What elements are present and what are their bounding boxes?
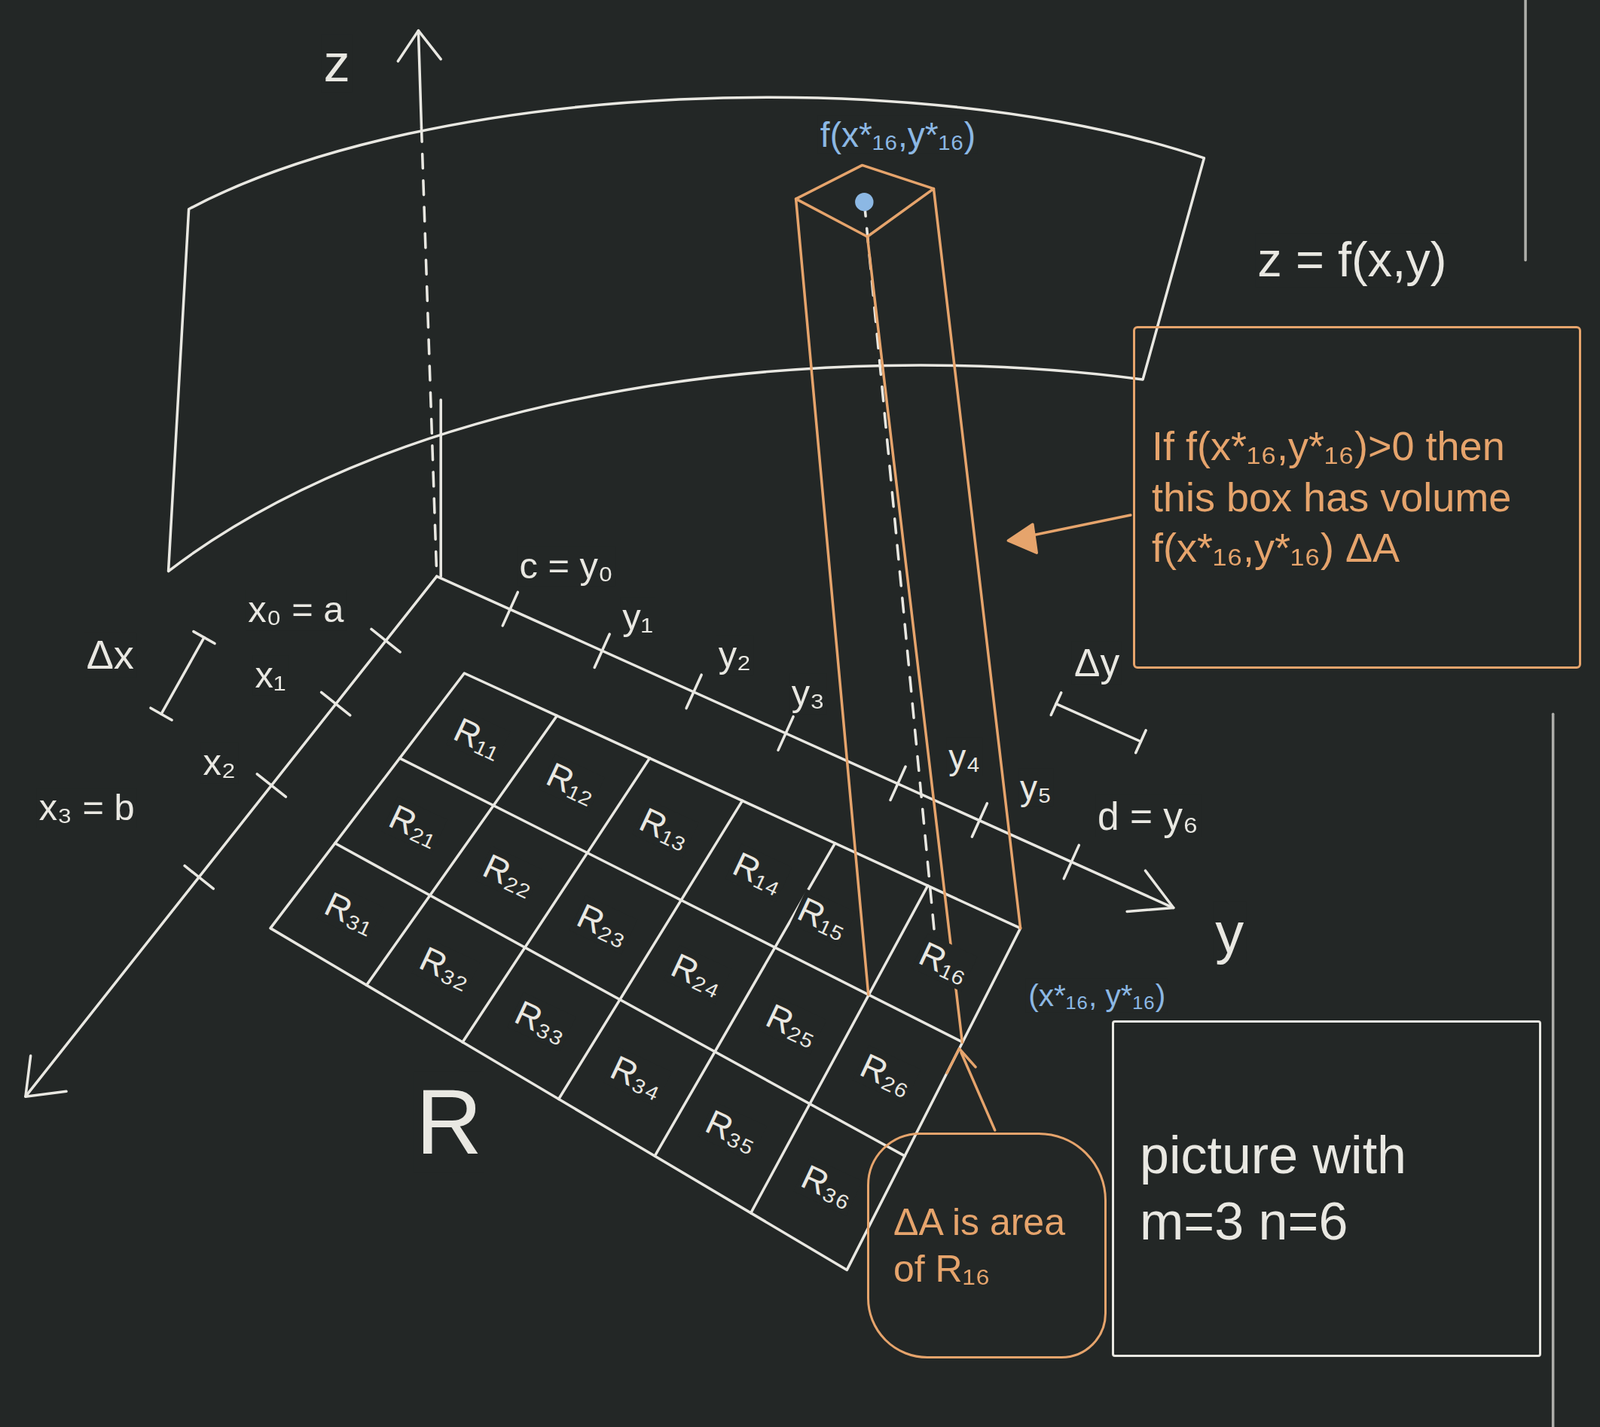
grid-line	[400, 758, 963, 1043]
tick-label: y₂	[716, 635, 754, 676]
arrow-head	[397, 30, 441, 62]
tick-label: x₀ = a	[245, 589, 346, 631]
function-value: f(x*₁₆,y*₁₆)	[818, 115, 978, 154]
tick-label: x₁	[253, 655, 289, 697]
tick-mark	[971, 803, 987, 837]
tick-mark	[686, 674, 702, 709]
sample-point-label: (x*₁₆, y*₁₆)	[1025, 979, 1168, 1014]
tick-label: x₃ = b	[36, 787, 138, 829]
grid-cell-label: R₁₅	[790, 888, 857, 947]
grid-cell-label: R₁₃	[632, 799, 699, 858]
z-axis	[418, 30, 422, 129]
tick-mark	[1063, 845, 1079, 879]
tick-label: x₂	[201, 742, 239, 784]
dimension-label: Δx	[84, 632, 137, 678]
dimension-bracket	[1135, 730, 1147, 754]
tick-label: c = y₀	[517, 546, 617, 587]
tick-mark	[778, 717, 794, 751]
surface-equation: z = f(x,y)	[1254, 233, 1449, 288]
tick-mark	[371, 629, 400, 652]
grid-cell-label: R₃₄	[602, 1047, 672, 1107]
box-top	[796, 164, 935, 237]
arrow-head	[946, 1048, 976, 1074]
dimension-bracket	[150, 708, 172, 721]
region-outline	[270, 673, 1021, 1271]
box-edge	[867, 236, 962, 1043]
grid-cell-label: R₃₃	[506, 992, 576, 1052]
tick-label: y₄	[946, 738, 983, 777]
board-frame-line	[1523, 0, 1527, 260]
leader-line	[1026, 515, 1131, 537]
region-name: R	[413, 1071, 485, 1173]
grid-cell-label: R₂₁	[381, 796, 448, 855]
tick-label: y₅	[1017, 768, 1054, 807]
leader-line	[961, 1053, 996, 1131]
dimension-bracket	[1056, 704, 1141, 742]
box-edge	[796, 198, 869, 996]
surface-outline	[168, 97, 1205, 571]
x-axis	[25, 576, 437, 1097]
tick-mark	[256, 774, 286, 797]
tick-mark	[321, 692, 351, 715]
grid-line	[366, 715, 558, 986]
dimension-bracket	[161, 638, 205, 715]
grid-cell-label: R₁₄	[725, 844, 792, 903]
note-box: picture with m=3 n=6	[1111, 1020, 1542, 1358]
grid-cell-label: R₂₃	[569, 895, 638, 955]
grid-cell-label: R₁₆	[911, 934, 978, 993]
node-text: picture with m=3 n=6	[1139, 1123, 1514, 1255]
y-axis	[436, 576, 1174, 908]
grid-cell-label: R₂₄	[663, 945, 732, 1005]
tick-label: d = y₆	[1095, 794, 1201, 838]
grid-cell-label: R₂₂	[475, 846, 543, 906]
grid-cell-label: R₁₂	[538, 754, 605, 813]
grid-cell-label: R₂₆	[852, 1045, 921, 1105]
grid-cell-label: R₂₅	[757, 995, 826, 1055]
grid-cell-label: R₃₅	[698, 1102, 767, 1161]
tick-label: y₁	[619, 597, 656, 639]
sample-point	[854, 192, 874, 211]
corner-line	[439, 400, 443, 577]
arrow-head	[1007, 524, 1037, 553]
arrow-head	[1126, 870, 1174, 912]
dimension-bracket	[193, 632, 215, 645]
grid-cell-label: R₁₁	[446, 709, 511, 767]
node-text: ΔA is area of R₁₆	[893, 1199, 1081, 1294]
z-axis-hidden	[421, 127, 437, 577]
grid-cell-label: R₃₆	[793, 1156, 863, 1216]
board-frame-line	[1551, 714, 1555, 1427]
tick-mark	[184, 866, 214, 889]
height-line	[864, 201, 937, 957]
grid-cell-label: R₃₁	[317, 884, 384, 943]
dimension-bracket	[1050, 693, 1062, 716]
tick-mark	[502, 592, 518, 626]
arrow-head	[25, 1056, 67, 1097]
callout-bubble: ΔA is area of R₁₆	[867, 1132, 1107, 1359]
axis-name: z	[320, 33, 352, 92]
grid-cell-label: R₃₂	[412, 938, 480, 998]
tick-mark	[594, 634, 610, 668]
axis-name: y	[1212, 902, 1246, 965]
node-text: If f(x*₁₆,y*₁₆)>0 then this box has volu…	[1151, 421, 1563, 575]
callout-box: If f(x*₁₆,y*₁₆)>0 then this box has volu…	[1132, 326, 1582, 669]
tick-label: y₃	[789, 673, 828, 715]
dimension-label: Δy	[1071, 641, 1122, 685]
grid-line	[751, 885, 929, 1214]
box-edge	[933, 189, 1020, 929]
tick-mark	[890, 766, 906, 800]
